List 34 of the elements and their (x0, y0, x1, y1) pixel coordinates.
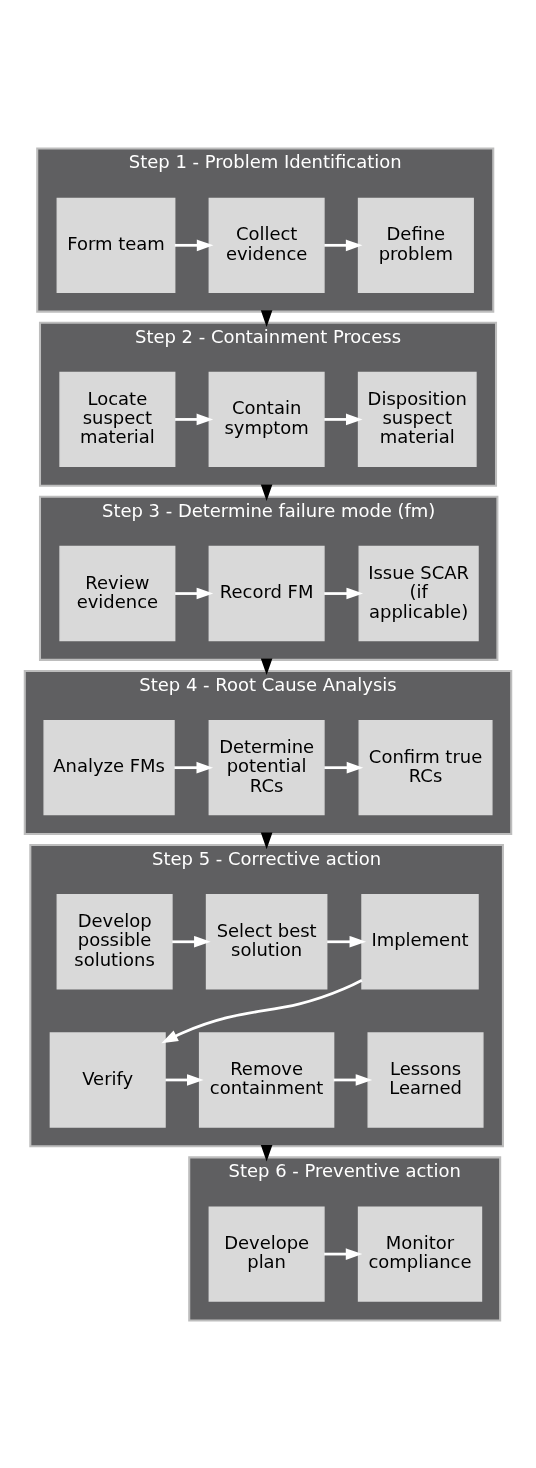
node-box: Lessons Learned (367, 1031, 484, 1128)
node-box: Develope plan (208, 1205, 325, 1302)
node-box: Issue SCAR (if applicable) (358, 545, 479, 641)
node-box: Confirm true RCs (358, 719, 493, 815)
node-box: Remove containment (198, 1031, 335, 1128)
arrow (175, 587, 214, 599)
node-box: Record FM (208, 545, 325, 641)
arrow (165, 1073, 204, 1086)
node-box: Review evidence (59, 545, 176, 641)
arrow (324, 587, 364, 599)
arrow (172, 935, 211, 948)
arrow (174, 761, 214, 773)
node-box: Disposition suspect material (357, 371, 477, 467)
node-box: Implement (361, 893, 479, 989)
arrow (324, 761, 364, 773)
node-box: Select best solution (205, 893, 328, 989)
node-box: Monitor compliance (357, 1205, 483, 1302)
node-box: Define problem (357, 197, 474, 293)
node-box: Verify (49, 1031, 166, 1128)
node-box: Collect evidence (208, 197, 325, 293)
arrow (324, 413, 363, 425)
node-box: Locate suspect material (59, 371, 176, 467)
arrow (324, 1247, 363, 1260)
node-box: Analyze FMs (43, 719, 175, 815)
node-box: Contain symptom (208, 371, 325, 467)
arrow (324, 239, 363, 251)
arrow (327, 935, 367, 948)
arrow (333, 1073, 373, 1086)
arrow (161, 978, 363, 1043)
node-box: Develop possible solutions (56, 893, 173, 989)
arrow (175, 413, 214, 425)
arrow (174, 239, 214, 251)
node-box: Determine potential RCs (208, 719, 325, 815)
node-box: Form team (56, 197, 176, 293)
